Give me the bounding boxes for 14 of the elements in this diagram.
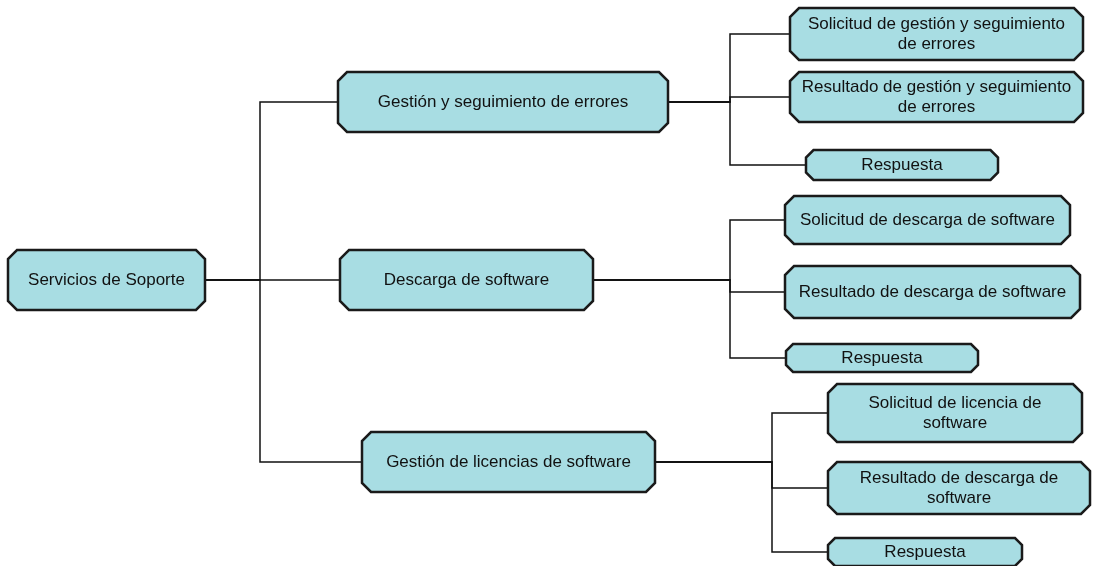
node-label: Respuesta <box>884 542 966 562</box>
node-label: Gestión de licencias de software <box>386 452 631 472</box>
node-label: Resultado de descarga de software <box>798 282 1067 302</box>
node-label: Gestión y seguimiento de errores <box>377 92 629 112</box>
node-label: Descarga de software <box>383 270 550 290</box>
node-label: Solicitud de licencia de software <box>867 393 1043 433</box>
octagon-box <box>828 538 1022 566</box>
node-label: Solicitud de descarga de software <box>799 210 1056 230</box>
node-label: Servicios de Soporte <box>28 270 185 290</box>
node-label: Respuesta <box>841 348 923 368</box>
node-label: Solicitud de gestión y seguimiento de errores <box>806 14 1066 54</box>
node-label: Respuesta <box>861 155 943 175</box>
node-label: Resultado de gestión y seguimiento de errores <box>800 77 1073 117</box>
node-label: Resultado de descarga de software <box>858 468 1060 508</box>
